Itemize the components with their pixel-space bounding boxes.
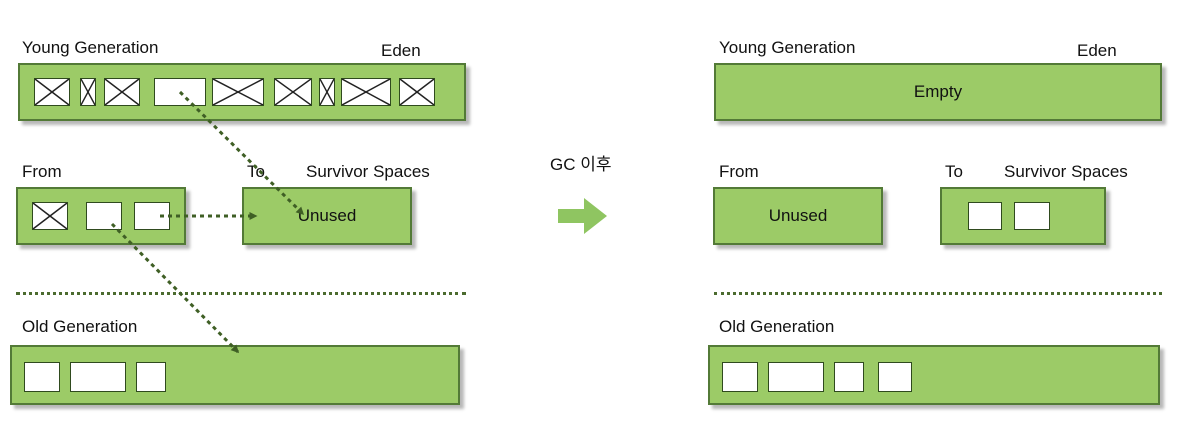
old-object <box>70 362 126 392</box>
young-generation-label: Young Generation <box>719 38 856 57</box>
old-generation-space <box>708 345 1160 405</box>
from-label: From <box>719 162 759 181</box>
old-generation-label: Old Generation <box>719 317 835 336</box>
old-generation-label: Old Generation <box>22 317 138 336</box>
live-object <box>134 202 170 230</box>
live-object <box>86 202 122 230</box>
garbage-object <box>34 78 70 106</box>
survivor-spaces-label: Survivor Spaces <box>1004 162 1128 181</box>
eden-space: Empty <box>714 63 1162 121</box>
to-label: To <box>247 162 265 181</box>
from-space-status: Unused <box>768 206 828 225</box>
live-object <box>968 202 1002 230</box>
from-space: Unused <box>713 187 883 245</box>
eden-label: Eden <box>1077 41 1117 60</box>
generation-divider <box>16 292 466 295</box>
garbage-object <box>80 78 96 106</box>
to-space <box>940 187 1106 245</box>
garbage-object <box>341 78 391 106</box>
from-label: From <box>22 162 62 181</box>
old-object <box>722 362 758 392</box>
garbage-object <box>274 78 312 106</box>
transition-label: GC 이후 <box>550 155 612 174</box>
old-object <box>24 362 60 392</box>
old-object <box>136 362 166 392</box>
transition-arrow-icon <box>558 198 607 234</box>
garbage-object <box>32 202 68 230</box>
garbage-object <box>399 78 435 106</box>
generation-divider <box>714 292 1162 295</box>
old-object <box>834 362 864 392</box>
survivor-spaces-label: Survivor Spaces <box>306 162 430 181</box>
old-generation-space <box>10 345 460 405</box>
garbage-object <box>319 78 335 106</box>
young-generation-label: Young Generation <box>22 38 159 57</box>
garbage-object <box>212 78 264 106</box>
eden-status: Empty <box>913 82 963 101</box>
from-space <box>16 187 186 245</box>
live-object <box>1014 202 1050 230</box>
old-object <box>878 362 912 392</box>
eden-space <box>18 63 466 121</box>
eden-label: Eden <box>381 41 421 60</box>
old-object <box>768 362 824 392</box>
to-label: To <box>945 162 963 181</box>
to-space-status: Unused <box>297 206 357 225</box>
garbage-object <box>104 78 140 106</box>
live-object <box>154 78 206 106</box>
to-space: Unused <box>242 187 412 245</box>
